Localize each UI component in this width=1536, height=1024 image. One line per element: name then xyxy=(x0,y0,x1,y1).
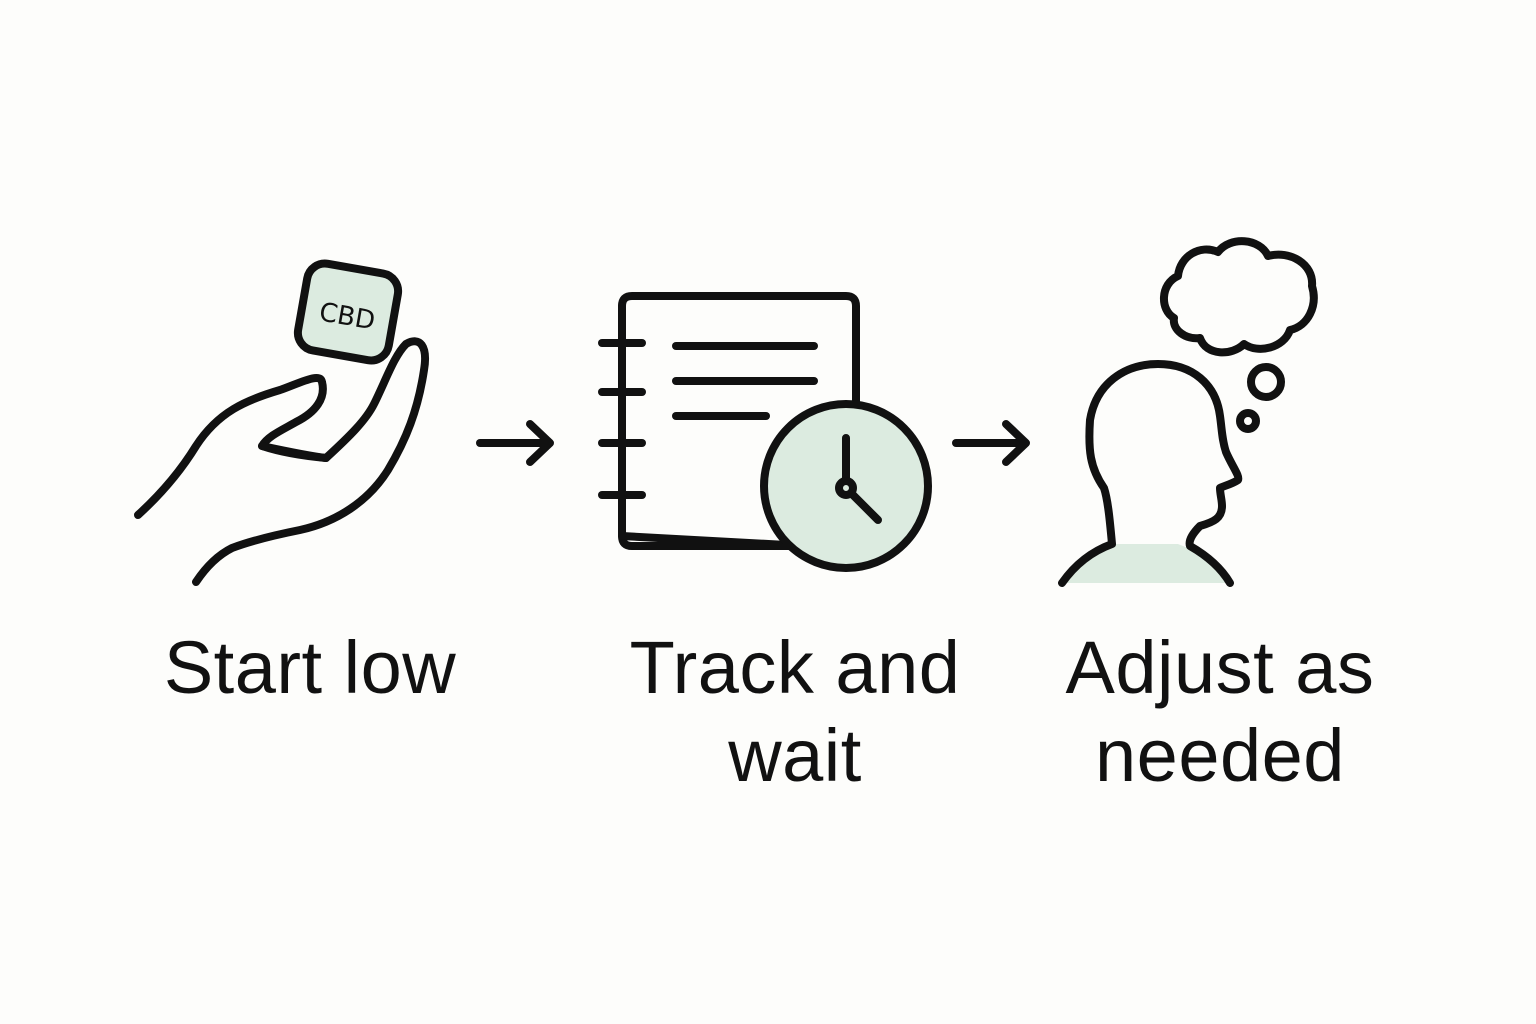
clock-icon xyxy=(760,400,932,572)
arrow-right-icon xyxy=(952,420,1030,466)
hand-holding-cbd-gummy-icon: CBD xyxy=(134,259,429,586)
head-with-thought-bubble-icon xyxy=(1058,237,1318,587)
notebook-text-lines xyxy=(672,342,818,420)
thought-dot-small xyxy=(1236,409,1260,433)
notebook-rings xyxy=(598,339,646,499)
thought-cloud xyxy=(1160,237,1318,357)
hand-palm-line xyxy=(258,442,330,462)
step-label-line: Track and xyxy=(629,626,961,709)
head-profile-outline xyxy=(1058,360,1243,587)
cbd-gummy-icon: CBD xyxy=(293,259,403,365)
step-label-adjust-as-needed: Adjust as needed xyxy=(1020,624,1420,800)
arrow-right-icon xyxy=(476,420,554,466)
step-label-line: Adjust as xyxy=(1065,626,1375,709)
hand-outline xyxy=(134,337,429,586)
step-label-track-and-wait: Track and wait xyxy=(590,624,1000,800)
step-label-start-low: Start low xyxy=(100,624,520,712)
step-label-line: needed xyxy=(1095,714,1345,797)
notebook-with-clock-icon xyxy=(598,292,932,572)
thought-dot-large xyxy=(1247,363,1285,401)
step-label-line: Start low xyxy=(163,626,457,709)
shoulders xyxy=(1062,544,1230,583)
step-label-line: wait xyxy=(728,714,862,797)
